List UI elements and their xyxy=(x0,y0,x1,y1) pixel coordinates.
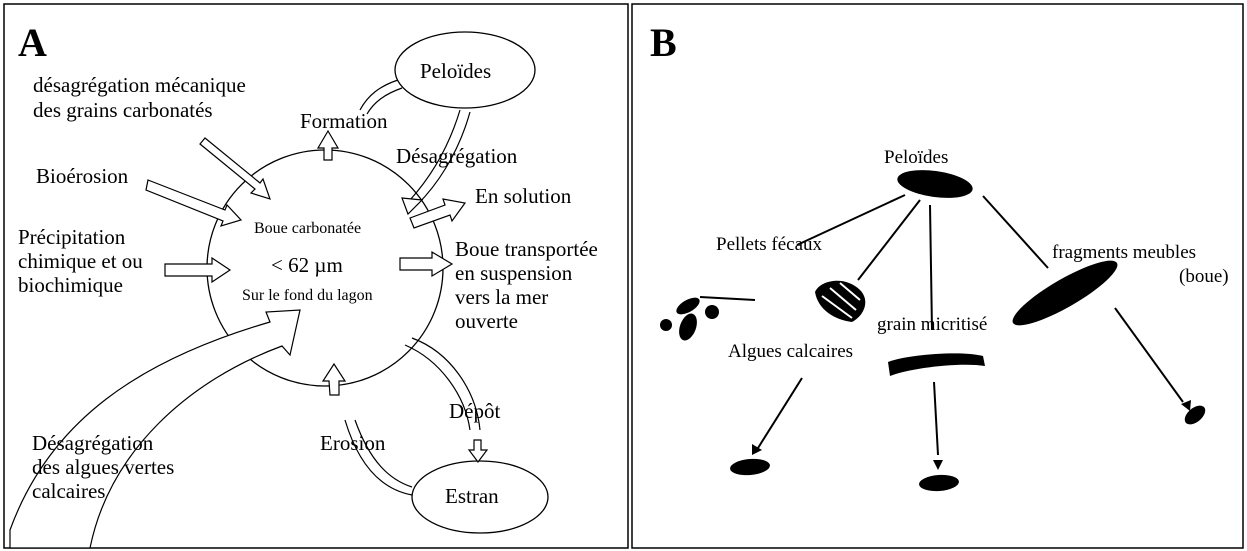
link-grain-down xyxy=(933,381,939,456)
b-pellets-label: Pellets fécaux xyxy=(716,234,823,255)
panel-b-letter: B xyxy=(650,20,677,65)
fragment-blob xyxy=(1012,260,1118,326)
arrowhead-algues-down xyxy=(752,444,762,455)
b-algues-label: Algues calcaires xyxy=(728,341,853,362)
arrow-boue-transportee xyxy=(399,250,454,278)
b-root-label: Peloïdes xyxy=(884,147,948,168)
estran-node-label: Estran xyxy=(445,484,499,508)
peloides-node xyxy=(394,31,536,109)
input-bioerosion-label: Bioérosion xyxy=(36,164,129,188)
fragment-end-blob xyxy=(1184,405,1206,425)
arrow-desagregation-mecanique xyxy=(199,137,271,200)
link-grain xyxy=(929,204,933,331)
arrow-algues xyxy=(9,309,301,549)
input-erosion-label: Erosion xyxy=(320,431,386,455)
curve-desagregation-1 xyxy=(409,109,461,201)
link-pellets xyxy=(796,194,906,246)
output-formation-label: Formation xyxy=(300,109,388,133)
link-algues-down xyxy=(757,377,803,449)
output-boue-transportee-label: Boue transportée en suspension vers la m… xyxy=(455,237,603,333)
curve-peloides-formation-1 xyxy=(359,79,399,111)
link-fragments-down xyxy=(1114,307,1184,403)
arrowhead-fragments-down xyxy=(1181,400,1191,411)
input-algues-label: Désagrégation des algues vertes calcaire… xyxy=(32,431,180,503)
curve-peloides-formation-2 xyxy=(366,87,403,115)
b-fragments-label: fragments meubles (boue) xyxy=(1052,242,1229,287)
panel-b-frame xyxy=(631,3,1244,549)
input-desagregation-label: Désagrégation xyxy=(396,144,518,168)
curve-desagregation-2 xyxy=(416,111,471,206)
curve-depot-2 xyxy=(411,337,481,431)
desagregation-arrowhead xyxy=(401,197,424,216)
algue-fragment-blob xyxy=(730,458,770,476)
grain-micritise-blob xyxy=(888,353,985,376)
algue-calcaire-blob xyxy=(815,280,866,322)
arrow-bioerosion xyxy=(145,179,243,227)
center-fond-lagon: Sur le fond du lagon xyxy=(242,287,373,304)
curve-erosion-1 xyxy=(344,419,413,496)
arrow-formation xyxy=(316,129,340,161)
arrowhead-grain-down xyxy=(933,460,943,470)
link-algues xyxy=(857,199,921,281)
arrow-erosion xyxy=(321,362,347,396)
b-grain-label: grain micritisé xyxy=(877,314,987,335)
input-precipitation-label: Précipitation chimique et ou biochimique xyxy=(18,225,148,297)
estran-node xyxy=(411,460,549,534)
arrow-precipitation xyxy=(164,256,232,284)
pellet-2 xyxy=(660,319,672,331)
link-fragments xyxy=(982,195,1049,269)
curve-erosion-2 xyxy=(354,419,413,488)
arrow-depot xyxy=(467,439,489,463)
curve-depot-1 xyxy=(404,344,471,431)
pellet-3 xyxy=(679,313,697,341)
panel-a-frame xyxy=(3,3,629,549)
output-depot-label: Dépôt xyxy=(449,399,500,423)
panel-a-letter: A xyxy=(18,20,47,65)
link-pellets-grains xyxy=(699,296,756,301)
grain-fragment-blob xyxy=(919,474,959,492)
output-en-solution-label: En solution xyxy=(475,184,572,208)
pellet-4 xyxy=(705,305,719,319)
pellet-1 xyxy=(676,297,700,315)
arrow-en-solution xyxy=(409,198,467,229)
center-size-limit: < 62 µm xyxy=(271,253,343,277)
center-boue-carbonatee: Boue carbonatée xyxy=(254,220,361,237)
input-desagregation-mecanique-label: désagrégation mécanique des grains carbo… xyxy=(33,73,251,122)
peloide-blob xyxy=(897,170,973,198)
algue-calcaire-striations xyxy=(821,282,861,319)
peloides-node-label: Peloïdes xyxy=(420,59,491,83)
